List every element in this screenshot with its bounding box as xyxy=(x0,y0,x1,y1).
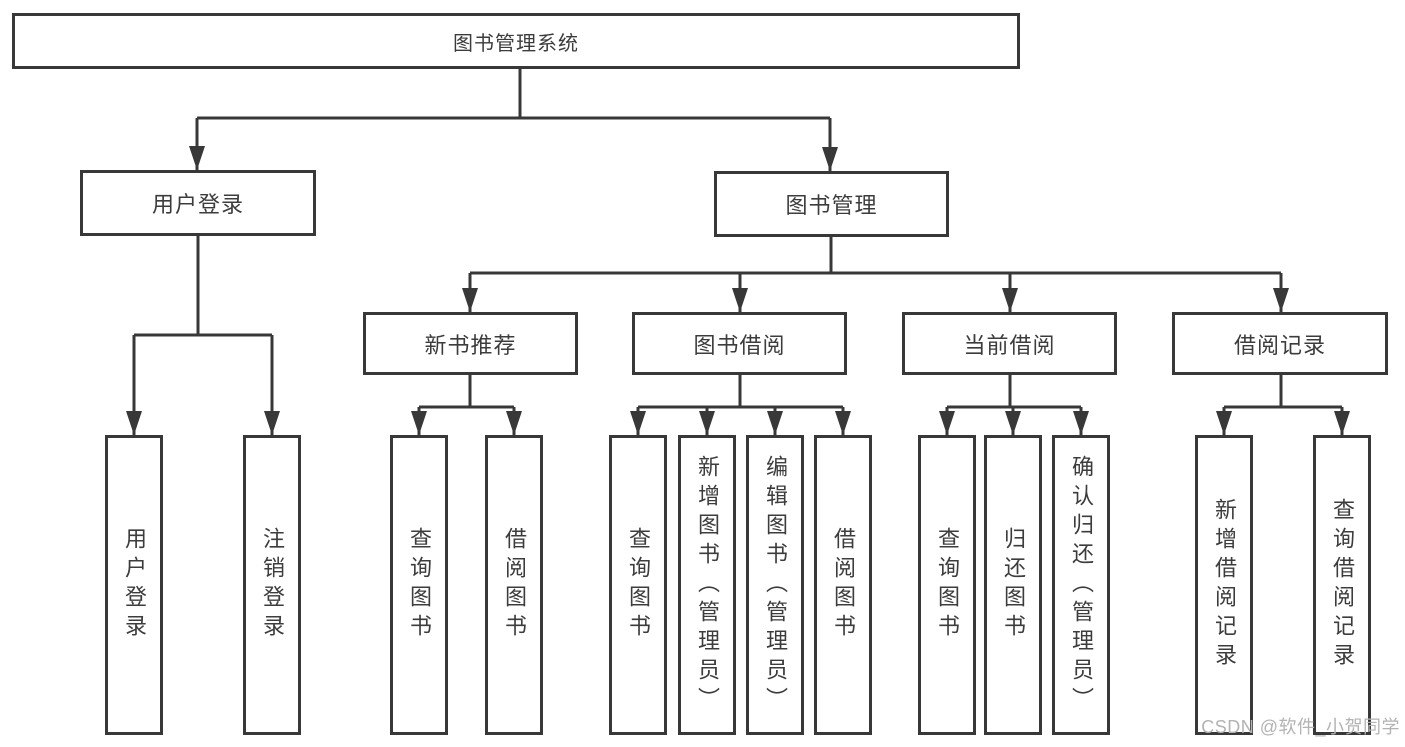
node-book-borrow: 图书借阅 xyxy=(632,312,847,375)
node-user-login: 用户登录 xyxy=(80,170,316,236)
node-query-books-current: 查询图书 xyxy=(918,435,976,735)
node-return-books: 归还图书 xyxy=(984,435,1042,735)
node-query-books-borrow: 查询图书 xyxy=(609,435,667,735)
node-user-login-leaf: 用户登录 xyxy=(105,435,163,735)
node-confirm-return-admin: 确认归还（管理员） xyxy=(1052,435,1110,735)
node-current-borrow: 当前借阅 xyxy=(902,312,1117,375)
node-borrow-books-recommend: 借阅图书 xyxy=(485,435,543,735)
node-query-borrow-record: 查询借阅记录 xyxy=(1313,435,1371,735)
node-edit-books-admin: 编辑图书（管理员） xyxy=(746,435,804,735)
node-query-books-recommend: 查询图书 xyxy=(390,435,448,735)
node-book-management: 图书管理 xyxy=(714,171,949,237)
node-add-books-admin: 新增图书（管理员） xyxy=(678,435,736,735)
csdn-watermark: CSDN @软件_小贺同学 xyxy=(1201,717,1400,737)
node-add-borrow-record: 新增借阅记录 xyxy=(1195,435,1253,735)
node-borrow-books-leaf: 借阅图书 xyxy=(814,435,872,735)
node-new-book-recommend: 新书推荐 xyxy=(363,312,578,375)
node-library-management-system: 图书管理系统 xyxy=(12,13,1020,69)
node-borrow-records: 借阅记录 xyxy=(1172,312,1388,375)
node-logout-leaf: 注销登录 xyxy=(243,435,301,735)
